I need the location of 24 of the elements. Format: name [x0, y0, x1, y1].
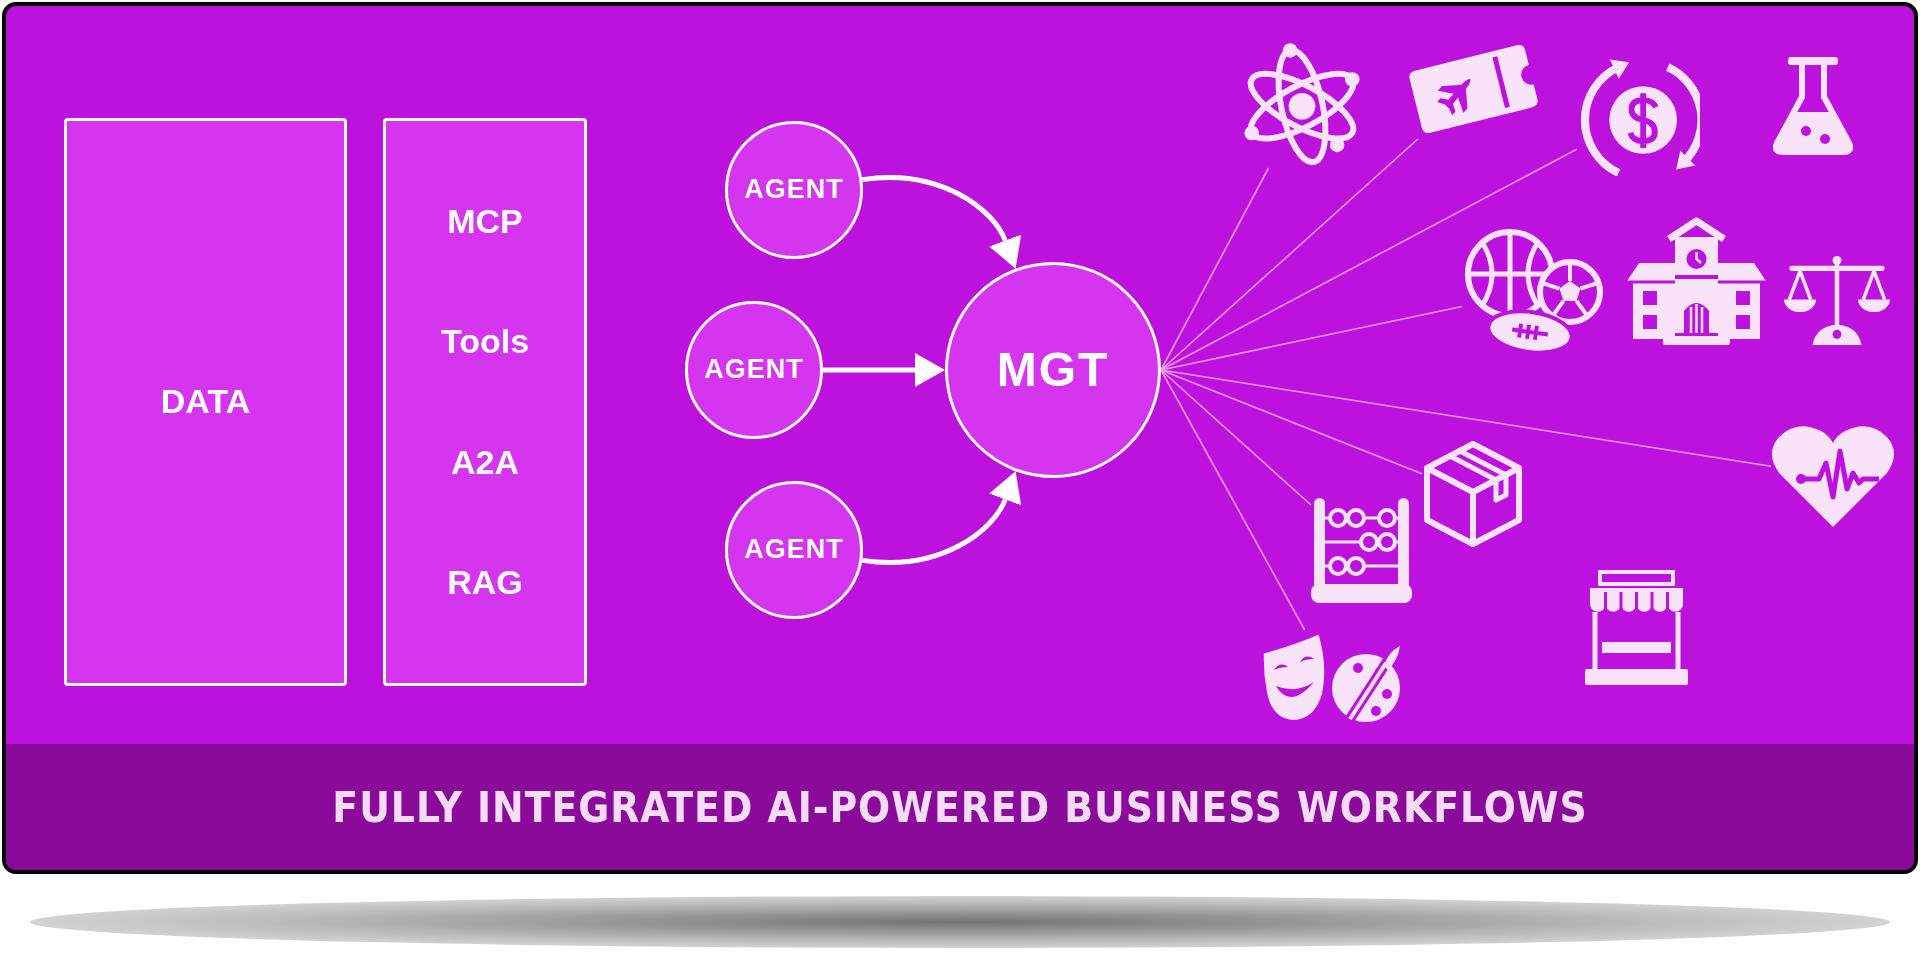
- panel-label: MCP: [447, 202, 523, 242]
- panel-label: RAG: [447, 562, 523, 602]
- connector-line: [1160, 138, 1419, 371]
- layer-panel: [64, 118, 347, 686]
- circle-label: AGENT: [704, 354, 804, 386]
- connector-line: [1160, 167, 1270, 371]
- package-box-icon: [1422, 440, 1524, 548]
- caption: FULLY INTEGRATED AI-POWERED BUSINESS WORKFLOWS: [332, 782, 1588, 832]
- circle-label: MGT: [996, 342, 1110, 398]
- connector-line: [1160, 369, 1306, 631]
- panel-label: DATA: [160, 382, 251, 422]
- panel-label: A2A: [451, 442, 519, 482]
- connector-line: [1160, 148, 1578, 371]
- layer-panel: [383, 118, 587, 686]
- arrow: [823, 353, 945, 387]
- arrow: [861, 472, 1021, 565]
- circle-label: AGENT: [744, 534, 844, 566]
- connector-line: [1160, 369, 1772, 467]
- arrow: [861, 175, 1021, 268]
- panel-label: Tools: [440, 322, 530, 362]
- heart-pulse-icon: [1771, 423, 1895, 529]
- circle-label: AGENT: [744, 174, 844, 206]
- connector-line: [1160, 369, 1312, 506]
- abacus-icon: [1311, 498, 1412, 603]
